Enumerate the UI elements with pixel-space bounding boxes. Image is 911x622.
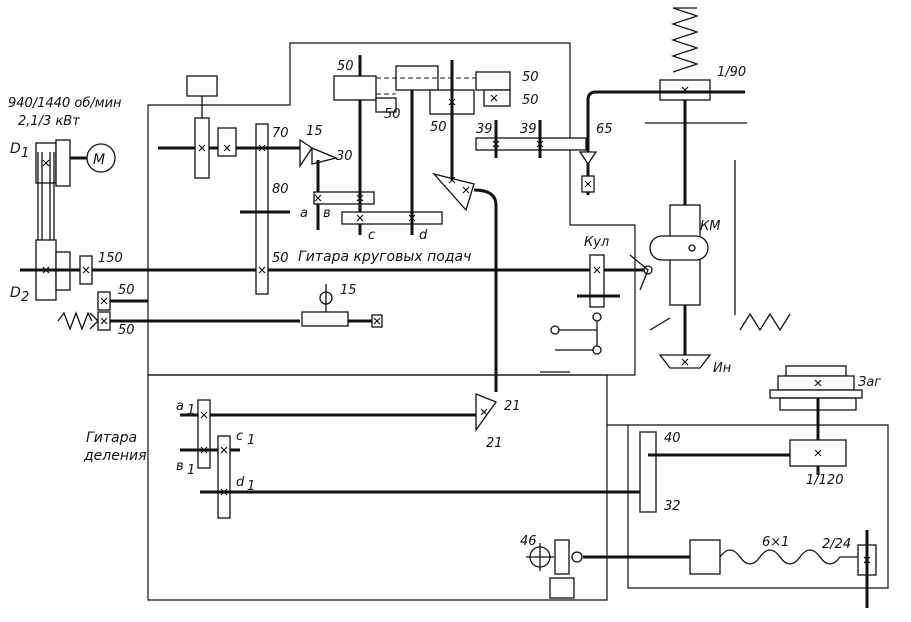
- cam-km: [649, 235, 709, 261]
- gear-39a-label: 39: [476, 122, 493, 137]
- gear-21b-label: 21: [486, 436, 503, 451]
- gear-b-label: в: [323, 206, 331, 221]
- c1-label: c: [236, 429, 243, 444]
- motor-speed-label: 940/1440 об/мин: [8, 96, 122, 111]
- pulley-d2-label: D: [10, 285, 21, 301]
- division-guitar-title-1: Гитара: [86, 430, 137, 446]
- gear-30-label: 30: [336, 149, 353, 164]
- motor-power-label: 2,1/3 кВт: [18, 114, 80, 129]
- upper-housing: [147, 42, 636, 376]
- division-guitar: 21 21 a 1 в 1 c 1 d 1 Гитара деления: [83, 393, 640, 519]
- gear-15-bevel-label: 15: [306, 124, 323, 139]
- workpiece: [785, 365, 847, 377]
- division-guitar-title-2: деления: [83, 448, 147, 464]
- ratio-1-90-label: 1/90: [717, 65, 746, 80]
- indexing-screw: 46 6×1 2/24: [520, 530, 877, 608]
- bevel-gear-30: [311, 147, 339, 165]
- d1-sub: 1: [247, 479, 255, 494]
- pulley-d1-sub: 1: [21, 146, 29, 161]
- gear-50-right-b-label: 50: [522, 93, 539, 108]
- bevel-gear-15: [299, 138, 313, 169]
- table-housing: [607, 424, 889, 589]
- gear-50-left-b-label: 50: [118, 323, 135, 338]
- pulley-d1-label: D: [10, 141, 21, 157]
- gear-15-worm-label: 15: [340, 283, 357, 298]
- screw-label: 6×1: [762, 535, 789, 550]
- lower-housing: [147, 374, 608, 601]
- workpiece-label: Заг: [858, 375, 881, 390]
- cam-linkage: Кул: [540, 235, 671, 373]
- top-gear-cluster: 50 50 50 50 50 39 39 65: [333, 59, 650, 392]
- d1-label: d: [236, 475, 245, 490]
- spindle-column: 1/90 КМ Ин: [649, 7, 791, 376]
- gear-d-label: d: [419, 228, 428, 243]
- gear-50-left-a-label: 50: [118, 283, 135, 298]
- gear-46-label: 46: [520, 534, 537, 549]
- gear-kul: [589, 254, 605, 308]
- hydraulic-cylinder: [186, 75, 218, 97]
- gear-32-label: 32: [664, 499, 681, 514]
- gear-39b-label: 39: [520, 122, 537, 137]
- screw-nut: [689, 539, 721, 575]
- gear-50-top-label: 50: [337, 59, 354, 74]
- b1-label: в: [176, 459, 184, 474]
- km-label: КМ: [700, 219, 720, 234]
- gear-80-label: 80: [272, 182, 289, 197]
- gear-150-label: 150: [98, 251, 123, 266]
- motor-label: M: [93, 152, 105, 168]
- worm: [301, 311, 349, 327]
- gear-40-label: 40: [664, 431, 681, 446]
- gear-train-70-80: 70 80 50 15 30: [158, 75, 353, 295]
- housing-frames: [147, 42, 889, 601]
- lower-left-drive: 50 50 15: [57, 283, 383, 338]
- c1-sub: 1: [247, 433, 255, 448]
- gear-70-label: 70: [272, 126, 289, 141]
- b1-sub: 1: [187, 463, 195, 478]
- gear-50-right-a-label: 50: [522, 70, 539, 85]
- gear-70-80-50: [255, 123, 269, 295]
- gear-21a-label: 21: [504, 399, 521, 414]
- pulley-d2-sub: 2: [21, 290, 29, 305]
- gear-50-lower-label: 50: [430, 120, 447, 135]
- kul-label: Кул: [584, 235, 609, 250]
- gear-65-label: 65: [596, 122, 613, 137]
- table-drive: 40 32 1/120 Заг: [639, 365, 881, 514]
- gear-40-32: [639, 431, 657, 513]
- motor-drive: M D 1 D 2 940/1440 об/мин 2,1/3 кВт: [8, 96, 122, 305]
- gear-50-mid-label: 50: [272, 251, 289, 266]
- main-shaft: 150: [20, 251, 650, 285]
- gear-50-top2-label: 50: [384, 107, 401, 122]
- gear-a-label: a: [300, 206, 308, 221]
- gear-c-label: c: [368, 228, 375, 243]
- a1-sub: 1: [187, 403, 195, 418]
- tool-label: Ин: [713, 361, 732, 376]
- ratio-2-24-label: 2/24: [822, 537, 851, 552]
- a1-label: a: [176, 399, 184, 414]
- ratio-1-120-label: 1/120: [806, 473, 843, 488]
- feed-guitar-title: Гитара круговых подач: [298, 249, 471, 265]
